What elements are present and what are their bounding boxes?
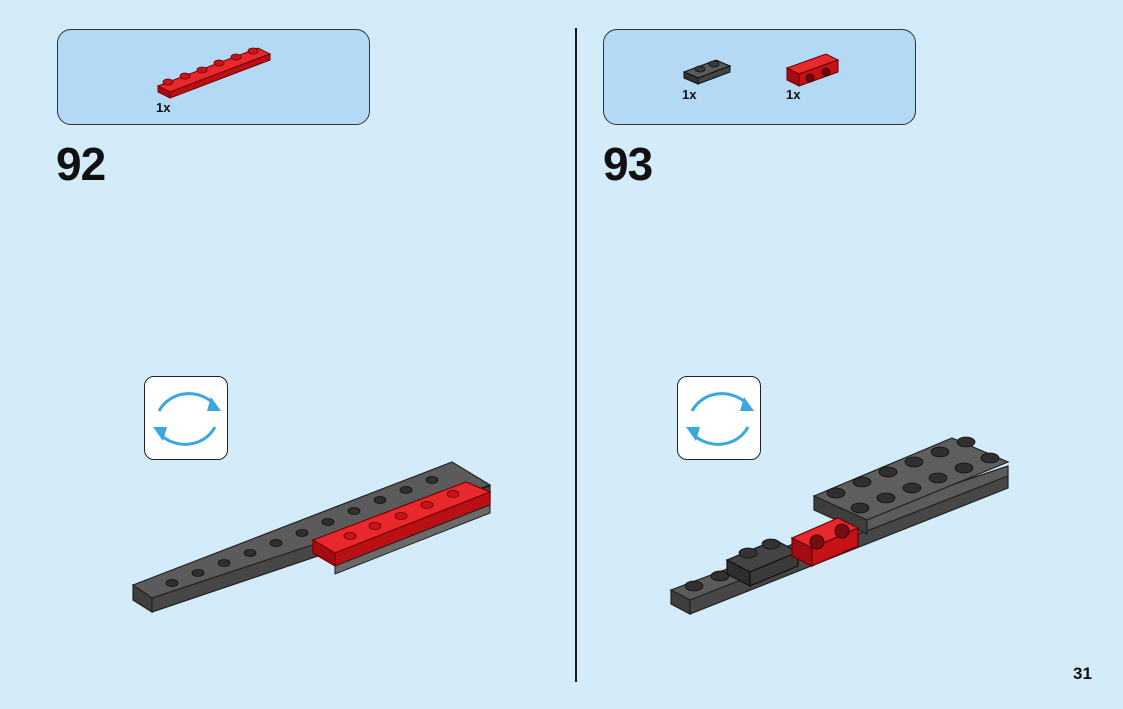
step-number: 92 [56, 138, 106, 190]
parts-callout: 1x 1x [603, 29, 916, 125]
page-divider [575, 28, 577, 682]
part-quantity: 1x [786, 87, 801, 102]
step-93-model-illustration [669, 436, 1010, 615]
dark-gray-plate-1x2-icon [682, 59, 732, 85]
parts-callout: 1x [57, 29, 370, 125]
red-bracket-icon [785, 53, 840, 87]
page-number: 31 [1073, 664, 1092, 683]
step-92-panel: 1x 92 [0, 0, 561, 709]
part-quantity: 1x [156, 100, 171, 115]
rotate-model-icon [144, 376, 228, 460]
step-number: 93 [603, 138, 653, 190]
part-quantity: 1x [682, 87, 697, 102]
rotate-model-icon [677, 376, 761, 460]
step-92-model-illustration [132, 461, 492, 614]
red-plate-1x6-icon [156, 47, 272, 99]
step-93-panel: 1x 1x 93 [562, 0, 1123, 709]
